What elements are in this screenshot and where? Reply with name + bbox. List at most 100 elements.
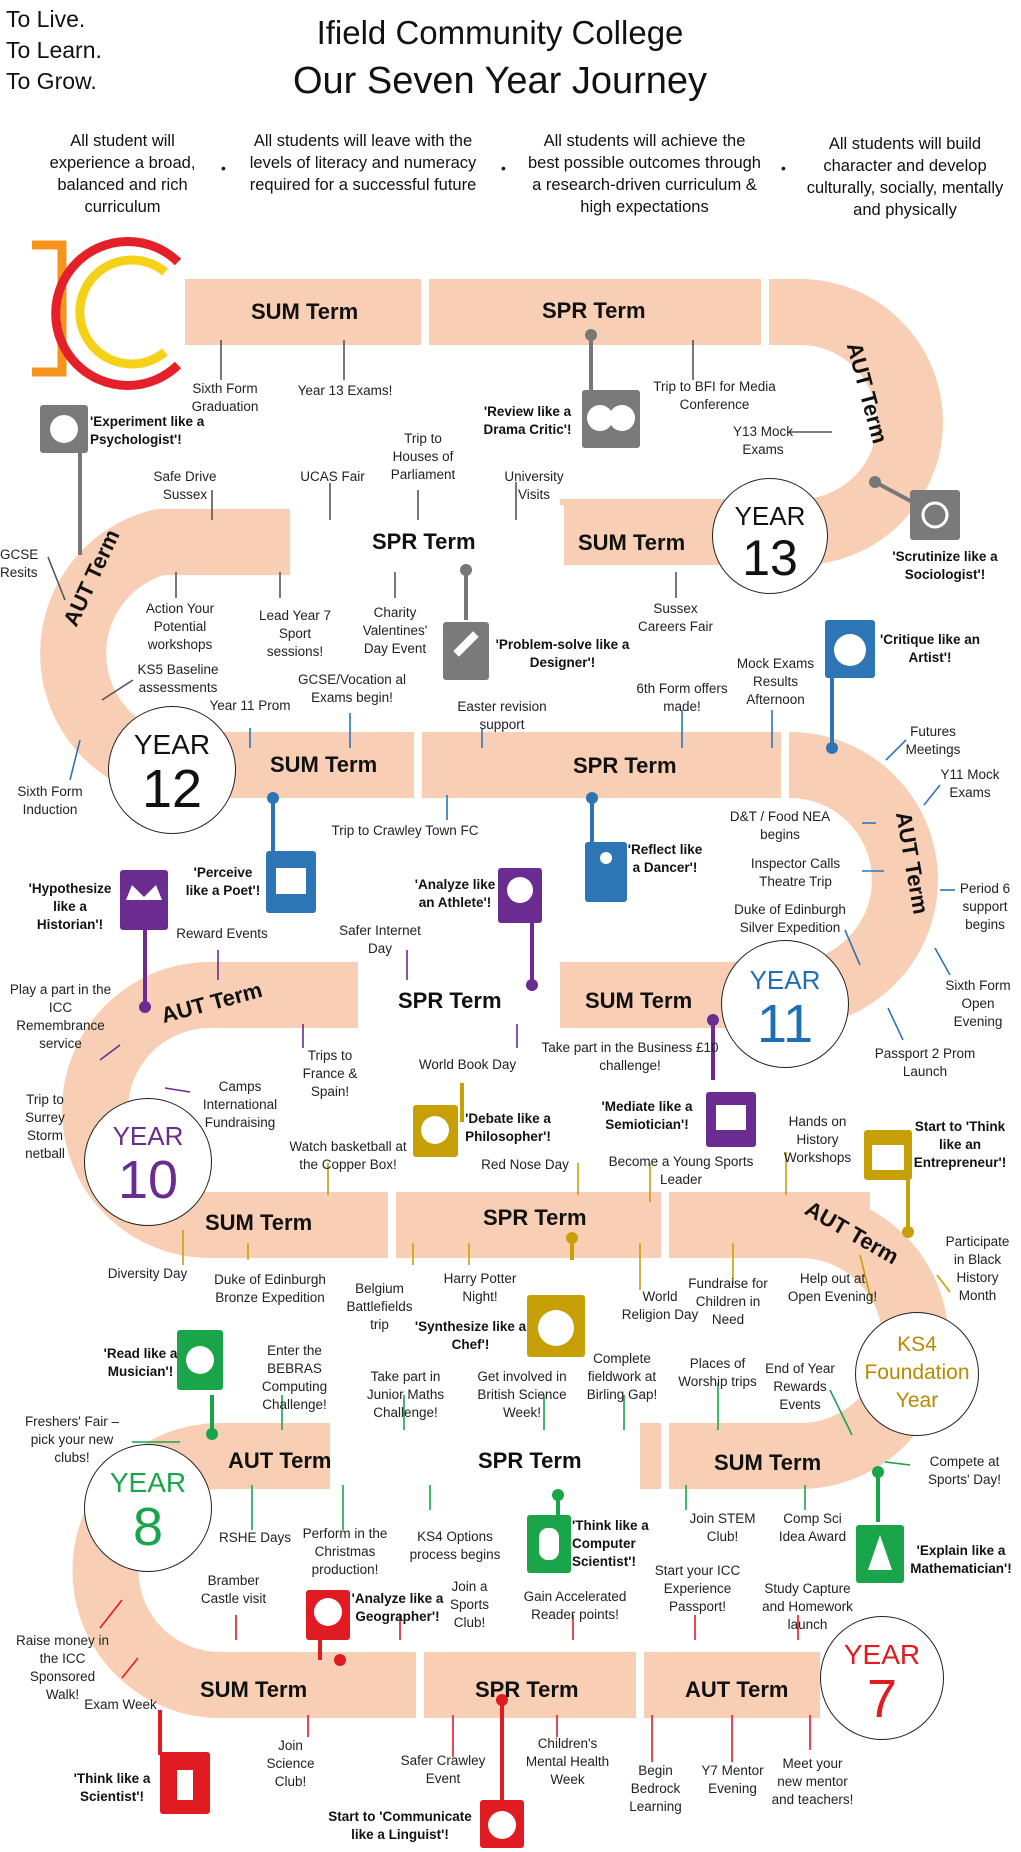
label-futures: Futures Meetings xyxy=(905,724,961,757)
label-sixth-induction: Sixth Form Induction xyxy=(17,784,83,817)
year-13-word: YEAR xyxy=(734,501,806,531)
slogan-computer-scientist: 'Think like a Computer Scientist'! xyxy=(572,1518,649,1569)
ballet-icon xyxy=(585,842,627,902)
slogan-musician: 'Read like a Musician'! xyxy=(103,1346,178,1379)
label-surrey-storm: Trip to Surrey Storm netball xyxy=(25,1092,65,1161)
label-gcse-resits: GCSE Resits xyxy=(0,547,39,580)
term-spr-ks4: SPR Term xyxy=(483,1205,587,1230)
pointer-lines xyxy=(47,340,955,1762)
term-spr-y7: SPR Term xyxy=(475,1677,579,1702)
term-spr-y11: SPR Term xyxy=(573,753,677,778)
bullet-dot: • xyxy=(781,160,786,176)
aim-curriculum: All student will experience a broad, bal… xyxy=(49,132,196,216)
label-mock-results: Mock Exams Results Afternoon xyxy=(736,656,815,707)
label-easter-revision: Easter revision support xyxy=(457,699,547,732)
slogan-geographer: 'Analyze like a Geographer'! xyxy=(351,1591,444,1624)
label-accel-reader: Gain Accelerated Reader points! xyxy=(523,1589,627,1622)
label-mental-health: Children's Mental Health Week xyxy=(525,1736,610,1787)
slogan-designer: 'Problem-solve like a Designer'! xyxy=(495,637,630,670)
label-black-history: Participate in Black History Month xyxy=(945,1234,1010,1303)
term-sum-y12: SUM Term xyxy=(578,530,686,555)
label-bramber: Bramber Castle visit xyxy=(200,1573,267,1606)
label-sixth-form-graduation: Sixth Form Graduation xyxy=(191,381,259,414)
label-y13-mock: Y13 Mock Exams xyxy=(732,424,794,457)
label-safer-crawley: Safer Crawley Event xyxy=(400,1753,486,1786)
slogan-psychologist: 'Experiment like a Psychologist'! xyxy=(90,414,205,447)
label-british-science: Get involved in British Science Week! xyxy=(477,1369,567,1420)
label-freshers-fair: Freshers' Fair – pick your new clubs! xyxy=(24,1414,120,1465)
icon-glyphs xyxy=(50,405,949,1839)
slogan-scientist: 'Think like a Scientist'! xyxy=(73,1771,151,1804)
term-spr-y13: SPR Term xyxy=(542,298,646,323)
slogan-poet: 'Perceive like a Poet'! xyxy=(185,865,261,898)
year-12-badge: YEAR 12 xyxy=(108,706,236,834)
label-harry-potter: Harry Potter Night! xyxy=(443,1271,517,1304)
college-motto: To Live. To Learn. To Grow. xyxy=(6,4,102,97)
slogan-mathematician: 'Explain like a Mathematician'! xyxy=(910,1543,1012,1576)
year-11-badge: YEAR 11 xyxy=(721,940,849,1068)
year-7-word: YEAR xyxy=(843,1639,921,1670)
year-10-number: 10 xyxy=(117,1150,179,1210)
aim-literacy: All students will leave with the levels … xyxy=(249,132,477,194)
label-ks4-options: KS4 Options process begins xyxy=(409,1529,501,1562)
slogan-sociologist: 'Scrutinize like a Sociologist'! xyxy=(892,549,998,582)
slogan-chef: 'Synthesize like a Chef'! xyxy=(414,1319,527,1352)
label-passport2: Passport 2 Prom Launch xyxy=(874,1046,976,1079)
label-worship-trips: Places of Worship trips xyxy=(678,1356,757,1389)
label-crawley-town: Trip to Crawley Town FC xyxy=(331,823,479,838)
label-icc-passport: Start your ICC Experience Passport! xyxy=(654,1563,741,1614)
year-7-number: 7 xyxy=(866,1669,898,1729)
label-lead-y7-sport: Lead Year 7 Sport sessions! xyxy=(258,608,332,659)
road-y13 xyxy=(185,279,943,565)
slogan-drama: 'Review like a Drama Critic'! xyxy=(483,404,572,437)
label-meet-mentor: Meet your new mentor and teachers! xyxy=(771,1756,854,1807)
year-12-number: 12 xyxy=(141,759,203,819)
label-sussex-careers: Sussex Careers Fair xyxy=(637,601,713,634)
label-houses-parliament: Trip to Houses of Parliament xyxy=(390,431,456,482)
term-spr-y10: SPR Term xyxy=(398,988,502,1013)
motto-line-2: To Learn. xyxy=(6,37,102,63)
year-8-word: YEAR xyxy=(109,1467,187,1498)
ks4-foundation-badge: KS4 Foundation Year xyxy=(855,1312,979,1436)
label-remembrance: Play a part in the ICC Remembrance servi… xyxy=(9,982,112,1051)
label-fundraise-children: Fundraise for Children in Need xyxy=(688,1276,768,1327)
year-13-badge: YEAR 13 xyxy=(712,478,828,594)
term-dividers xyxy=(292,270,789,1722)
label-action-potential: Action Your Potential workshops xyxy=(145,601,215,652)
bullet-dot: • xyxy=(221,160,226,176)
pencil-ruler-icon xyxy=(443,622,489,680)
label-dofe-silver: Duke of Edinburgh Silver Expedition xyxy=(734,902,846,935)
ks4-line-3: Year xyxy=(895,1389,939,1412)
slogan-artist: 'Critique like an Artist'! xyxy=(880,632,980,665)
label-christmas-prod: Perform in the Christmas production! xyxy=(302,1526,388,1577)
slogan-athlete: 'Analyze like an Athlete'! xyxy=(414,877,496,910)
label-dofe-bronze: Duke of Edinburgh Bronze Expedition xyxy=(214,1272,326,1305)
term-sum-y7: SUM Term xyxy=(200,1677,308,1702)
label-comp-sci: Comp Sci Idea Award xyxy=(778,1511,847,1544)
term-aut-y8: AUT Term xyxy=(228,1448,332,1473)
year-11-word: YEAR xyxy=(749,965,821,995)
label-study-capture: Study Capture and Homework launch xyxy=(762,1581,853,1632)
year-13-number: 13 xyxy=(742,530,798,586)
label-world-religion: World Religion Day xyxy=(621,1289,699,1322)
label-science-club: Join Science Club! xyxy=(266,1738,315,1789)
term-aut-y7: AUT Term xyxy=(685,1677,789,1702)
label-safer-internet: Safer Internet Day xyxy=(339,923,421,956)
term-spr-y12: SPR Term xyxy=(372,529,476,554)
label-bedrock: Begin Bedrock Learning xyxy=(629,1763,682,1814)
label-ks5-baseline: KS5 Baseline assessments xyxy=(137,662,219,695)
slogan-semiotician: 'Mediate like a Semiotician'! xyxy=(601,1099,693,1132)
slogan-historian: 'Hypothesize like a Historian'! xyxy=(28,881,112,932)
label-inspector-calls: Inspector Calls Theatre Trip xyxy=(750,856,841,889)
aim-outcomes: All students will achieve the best possi… xyxy=(528,132,761,216)
label-world-book: World Book Day xyxy=(418,1057,517,1072)
label-belgium: Belgium Battlefields trip xyxy=(346,1281,413,1332)
label-reward-events: Reward Events xyxy=(176,926,268,941)
label-rewards-events: End of Year Rewards Events xyxy=(765,1361,835,1412)
label-y7-mentor: Y7 Mentor Evening xyxy=(701,1763,764,1796)
label-safe-drive: Safe Drive Sussex xyxy=(153,469,217,502)
label-trip-bfi: Trip to BFI for Media Conference xyxy=(653,379,776,412)
label-sixth-offers: 6th Form offers made! xyxy=(636,681,728,714)
term-sum-y11: SUM Term xyxy=(270,752,378,777)
